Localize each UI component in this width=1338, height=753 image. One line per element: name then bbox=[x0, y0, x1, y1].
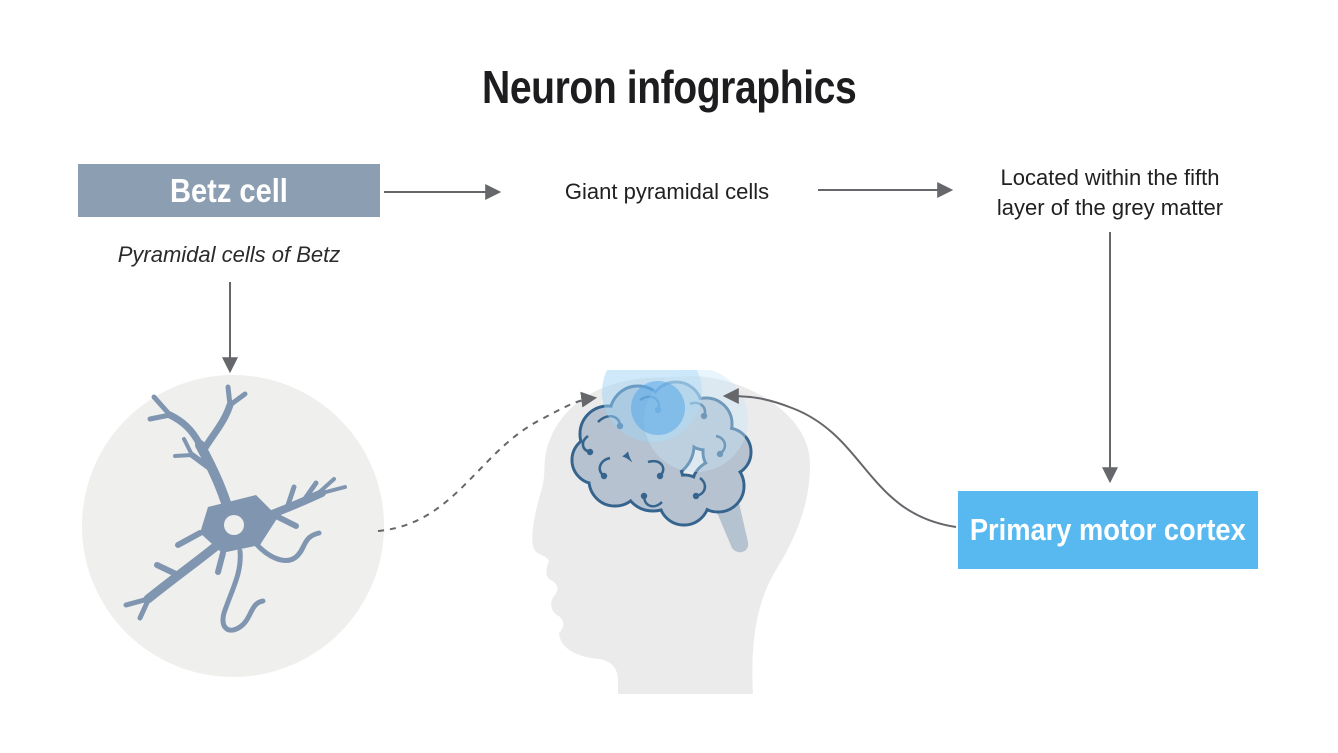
page-title: Neuron infographics bbox=[0, 60, 1338, 114]
primary-motor-cortex-box: Primary motor cortex bbox=[958, 491, 1258, 569]
betz-cell-label: Betz cell bbox=[170, 171, 288, 209]
neuron-nucleus bbox=[224, 515, 244, 535]
located-text-line2: layer of the grey matter bbox=[996, 195, 1224, 220]
betz-cell-box: Betz cell bbox=[78, 164, 380, 217]
located-text: Located within the fifth layer of the gr… bbox=[958, 163, 1262, 223]
head-with-brain-icon bbox=[532, 370, 810, 694]
page-title-text: Neuron infographics bbox=[481, 61, 857, 113]
brain-glow bbox=[602, 370, 748, 472]
betz-neuron-icon bbox=[123, 384, 347, 633]
giant-pyramidal-cells-text: Giant pyramidal cells bbox=[564, 179, 770, 204]
located-text-line1: Located within the fifth bbox=[1000, 165, 1220, 190]
primary-motor-cortex-label: Primary motor cortex bbox=[970, 512, 1246, 547]
betz-cell-subtitle: Pyramidal cells of Betz bbox=[117, 242, 341, 267]
